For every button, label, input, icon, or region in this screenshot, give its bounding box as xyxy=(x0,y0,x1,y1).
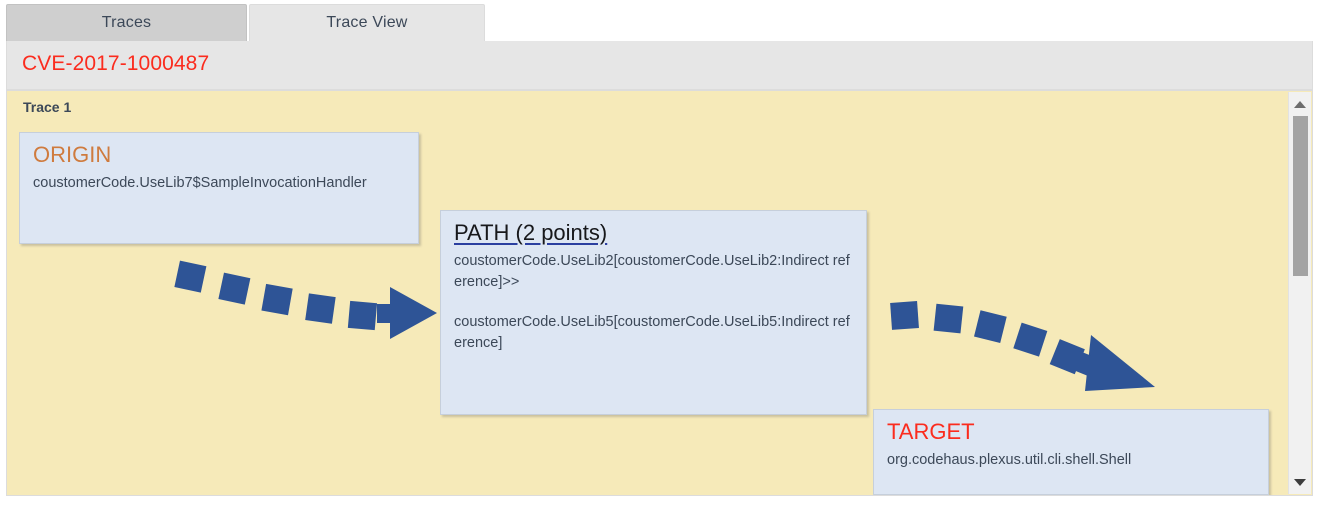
path-node[interactable]: PATH (2 points) coustomerCode.UseLib2[co… xyxy=(440,210,867,415)
path-point-2: coustomerCode.UseLib5[coustomerCode.UseL… xyxy=(454,314,850,351)
path-node-title[interactable]: PATH (2 points) xyxy=(454,220,608,245)
triangle-up-icon xyxy=(1294,100,1306,108)
target-node[interactable]: TARGET org.codehaus.plexus.util.cli.shel… xyxy=(873,409,1269,495)
scroll-up-button[interactable] xyxy=(1289,94,1311,114)
tab-trace-view-label: Trace View xyxy=(326,14,408,31)
target-node-text: org.codehaus.plexus.util.cli.shell.Shell xyxy=(887,452,1132,468)
arrow-origin-to-path xyxy=(174,260,437,339)
triangle-down-icon xyxy=(1294,478,1306,486)
trace-title: Trace 1 xyxy=(23,99,72,115)
origin-node[interactable]: ORIGIN coustomerCode.UseLib7$SampleInvoc… xyxy=(19,132,419,244)
trace-canvas: Trace 1 xyxy=(7,91,1289,495)
tab-traces[interactable]: Traces xyxy=(6,4,247,41)
header-band: CVE-2017-1000487 xyxy=(6,41,1313,90)
target-node-title: TARGET xyxy=(887,419,975,444)
scroll-down-button[interactable] xyxy=(1289,472,1311,492)
origin-node-text: coustomerCode.UseLib7$SampleInvocationHa… xyxy=(33,175,367,191)
scrollbar-thumb[interactable] xyxy=(1293,116,1308,276)
tab-trace-view[interactable]: Trace View xyxy=(249,4,485,41)
trace-canvas-container: Trace 1 xyxy=(6,90,1313,496)
tab-traces-label: Traces xyxy=(101,14,152,31)
path-point-1: coustomerCode.UseLib2[coustomerCode.UseL… xyxy=(454,253,850,290)
vertical-scrollbar[interactable] xyxy=(1288,92,1311,494)
origin-node-title: ORIGIN xyxy=(33,142,112,167)
cve-identifier: CVE-2017-1000487 xyxy=(22,52,210,75)
tab-bar: Traces Trace View xyxy=(0,0,1319,41)
arrow-path-to-target xyxy=(890,301,1155,391)
